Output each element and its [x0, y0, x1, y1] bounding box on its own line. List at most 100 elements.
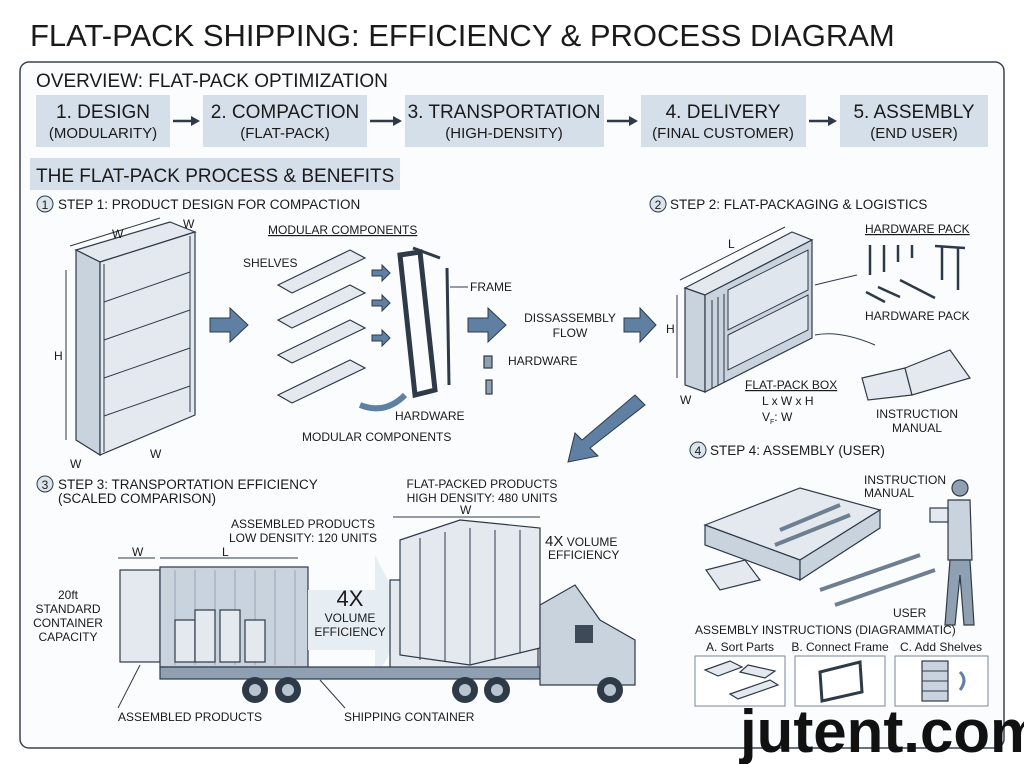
step-number-badge: [36, 475, 54, 493]
capacity-label: CAPACITY: [38, 630, 97, 644]
step-number-badge: [36, 195, 54, 213]
step2: 2 STEP 2: FLAT-PACKAGING & LOGISTICS L H…: [649, 195, 971, 435]
dim-label: H: [666, 322, 675, 336]
user-figure-icon: [929, 479, 975, 626]
instruction-manual-icon: [814, 333, 971, 401]
modular-components-label: MODULAR COMPONENTS: [302, 430, 451, 444]
section-heading: THE FLAT-PACK PROCESS & BENEFITS: [36, 166, 394, 187]
step-label: 3. TRANSPORTATION: [408, 102, 601, 123]
flow-label: DISSASSEMBLY: [524, 311, 616, 325]
frame-label: FRAME: [470, 280, 512, 294]
step-sub: (FLAT-PACK): [240, 125, 329, 142]
side-efficiency-label: EFFICIENCY: [548, 548, 619, 562]
open-box-illustration: [703, 487, 936, 607]
overview-step-5: 5. ASSEMBLY (END USER): [840, 95, 988, 147]
manual-label: MANUAL: [892, 421, 942, 435]
dim-label: W: [460, 503, 472, 517]
step3-subtitle: (SCALED COMPARISON): [58, 491, 216, 506]
assembled-products-label: ASSEMBLED PRODUCTS: [118, 710, 262, 724]
capacity-label: 20ft: [58, 588, 79, 602]
dim-label: W: [183, 217, 195, 231]
hardware-pack-label: HARDWARE PACK: [865, 222, 970, 236]
shelves-illustration: [276, 249, 391, 404]
modular-components-label: MODULAR COMPONENTS: [268, 223, 417, 237]
section-heading-bg: [30, 158, 400, 190]
step3: 3 STEP 3: TRANSPORTATION EFFICIENCY (SCA…: [33, 475, 636, 724]
truck-illustration: [119, 519, 636, 703]
overview-step-3: 3. TRANSPORTATION (HIGH-DENSITY): [405, 95, 604, 147]
step-number-badge: [649, 195, 667, 213]
step-label: 1. DESIGN: [56, 102, 150, 123]
dim-label: W: [112, 227, 124, 241]
shipping-container-label: SHIPPING CONTAINER: [344, 710, 475, 724]
flat-pack-box-label: FLAT-PACK BOX: [745, 378, 837, 392]
hardware-pack-label: HARDWARE PACK: [865, 309, 970, 323]
right-arrow-icon: [623, 306, 657, 344]
manual-label: INSTRUCTION: [864, 473, 946, 487]
instruction-panel-a: [694, 655, 786, 707]
efficiency-label: EFFICIENCY: [314, 625, 385, 639]
step4: 4 STEP 4: ASSEMBLY (USER) INSTRUCTION MA…: [689, 441, 989, 707]
step-sub: (END USER): [870, 125, 958, 142]
panel-caption: B. Connect Frame: [791, 640, 889, 654]
step-number: 4: [695, 444, 702, 458]
dim-label: W: [150, 447, 162, 461]
hardware-label: HARDWARE: [508, 354, 578, 368]
flat-packed-label: FLAT-PACKED PRODUCTS: [407, 477, 558, 491]
overview-step-2: 2. COMPACTION (FLAT-PACK): [203, 95, 367, 147]
step-number: 3: [42, 478, 49, 492]
instruction-panel-b: [794, 655, 886, 707]
step2-title: STEP 2: FLAT-PACKAGING & LOGISTICS: [670, 197, 927, 212]
step-label: 2. COMPACTION: [211, 102, 360, 123]
flow-label: FLOW: [553, 326, 588, 340]
user-label: USER: [893, 606, 927, 620]
page-title: FLAT-PACK SHIPPING: EFFICIENCY & PROCESS…: [30, 18, 895, 53]
manual-label: INSTRUCTION: [876, 407, 958, 421]
assembled-label: ASSEMBLED PRODUCTS: [231, 517, 375, 531]
step-sub: (FINAL CUSTOMER): [652, 125, 794, 142]
manual-label: MANUAL: [864, 486, 914, 500]
overview: OVERVIEW: FLAT-PACK OPTIMIZATION 1. DESI…: [36, 71, 988, 147]
step-label: 5. ASSEMBLY: [853, 102, 974, 123]
right-arrow-icon: [467, 306, 507, 344]
flat-pack-box-illustration: L H W: [666, 226, 814, 407]
step-label: 4. DELIVERY: [666, 102, 781, 123]
step-sub: (MODULARITY): [49, 125, 157, 142]
dim-label: L: [222, 545, 229, 559]
capacity-label: CONTAINER: [33, 616, 103, 630]
efficiency-big-label: 4X: [337, 586, 364, 611]
step-number-badge: [689, 441, 707, 459]
dim-label: W: [132, 545, 144, 559]
side-efficiency-label: 4X VOLUME: [545, 533, 617, 550]
hardware-pack-illustration: [865, 244, 966, 304]
hardware-label: HARDWARE: [395, 409, 465, 423]
instructions-title: ASSEMBLY INSTRUCTIONS (DIAGRAMMATIC): [695, 623, 956, 637]
step-number: 2: [655, 198, 662, 212]
box-vf-label: VF: W: [762, 410, 793, 426]
dim-label: W: [70, 457, 82, 471]
big-arrow-icon: [308, 555, 408, 680]
frame-illustration: [358, 246, 493, 412]
right-arrow-icon: [209, 306, 249, 344]
dim-label: H: [54, 349, 63, 363]
step1: 1 STEP 1: PRODUCT DESIGN FOR COMPACTION …: [36, 195, 657, 471]
overview-step-1: 1. DESIGN (MODULARITY): [36, 95, 170, 147]
dim-label: W: [680, 393, 692, 407]
step3-title: STEP 3: TRANSPORTATION EFFICIENCY: [58, 477, 318, 492]
watermark: jutent.com: [739, 698, 1024, 764]
panel-caption: C. Add Shelves: [900, 640, 982, 654]
box-dims-label: L x W x H: [762, 394, 814, 408]
diagonal-arrow-icon: [567, 394, 646, 463]
overview-step-4: 4. DELIVERY (FINAL CUSTOMER): [641, 95, 806, 147]
efficiency-label: VOLUME: [325, 611, 376, 625]
step1-title: STEP 1: PRODUCT DESIGN FOR COMPACTION: [58, 197, 360, 212]
instruction-panel-c: [894, 655, 989, 707]
step4-title: STEP 4: ASSEMBLY (USER): [710, 443, 885, 458]
step-number: 1: [42, 198, 49, 212]
panel-caption: A. Sort Parts: [706, 640, 774, 654]
assembled-label: LOW DENSITY: 120 UNITS: [229, 531, 377, 545]
flat-packed-label: HIGH DENSITY: 480 UNITS: [407, 491, 558, 505]
step-sub: (HIGH-DENSITY): [445, 125, 563, 142]
dim-label: L: [728, 237, 735, 251]
